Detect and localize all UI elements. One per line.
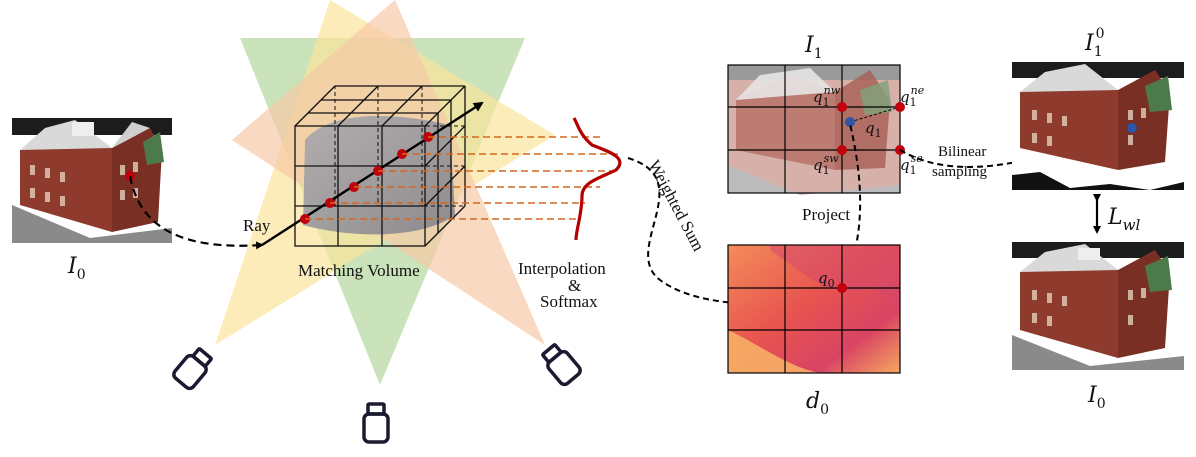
projected-point-q1 (845, 117, 855, 127)
matching-volume-label: Matching Volume (298, 261, 420, 280)
label-I0-right: I0 (1087, 383, 1106, 412)
query-point-q0 (837, 283, 847, 293)
label-I1-0: I10 (1084, 26, 1105, 60)
label-q-nw: q1nw (813, 84, 841, 109)
label-q1: q1 (865, 119, 882, 140)
label-I0-left: I0 (67, 254, 86, 283)
corner-nw (837, 102, 847, 112)
label-q0: q0 (818, 269, 835, 290)
camera-icon-right (541, 343, 582, 387)
sampled-point (1127, 123, 1137, 133)
project-label: Project (802, 205, 850, 224)
bilinear-label: Bilinear (938, 144, 986, 160)
label-I1: I1 (804, 33, 823, 62)
corner-sw (837, 145, 847, 155)
reference-image-I0 (1012, 242, 1184, 370)
softmax-label: Softmax (540, 292, 598, 311)
label-q-se: q1se (900, 152, 923, 177)
sampling-label: sampling (932, 164, 987, 180)
ray-label: Ray (243, 216, 271, 235)
warped-image-I1-0 (1012, 62, 1184, 190)
label-L-wl: Lwl (1107, 205, 1140, 234)
ray-arrow (261, 101, 484, 247)
label-q-sw: q1sw (813, 152, 839, 177)
label-q-ne: q1ne (900, 84, 925, 109)
interpolation-label: Interpolation (518, 259, 606, 278)
ampersand-label: & (568, 276, 581, 295)
weighted-sum-curve (627, 157, 843, 305)
source-image-I1 (727, 64, 905, 195)
camera-icon-left (172, 347, 213, 391)
interpolation-dashes (305, 136, 620, 220)
camera-icon-bottom (362, 402, 390, 444)
ray-dashed-curve (128, 175, 264, 250)
depth-map-d0 (727, 244, 901, 374)
weighted-sum-label: Weighted Sum (644, 157, 708, 254)
input-image-I0 (12, 118, 172, 243)
corner-ne (895, 102, 905, 112)
softmax-distribution-curve (572, 117, 622, 241)
label-d0: d0 (806, 389, 829, 418)
